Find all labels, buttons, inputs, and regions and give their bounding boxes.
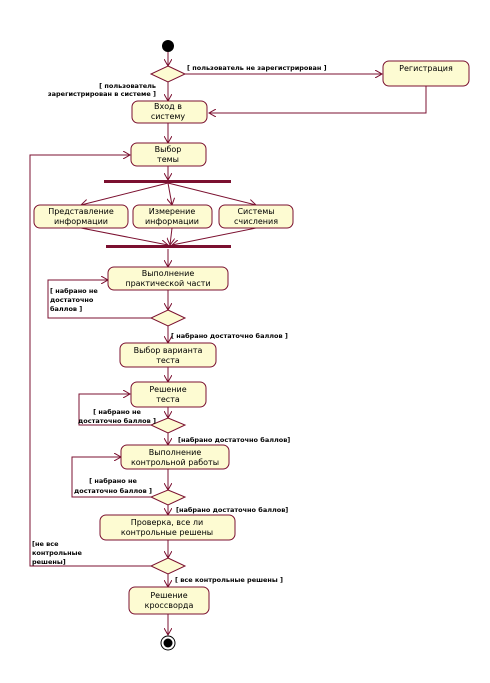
guard-enough-test: [набрано достаточно баллов] bbox=[178, 436, 290, 444]
edge-loop-practical bbox=[47, 280, 152, 319]
decision-all-solved bbox=[149, 557, 187, 575]
guard-low-test-line2: достаточно баллов ] bbox=[78, 417, 156, 425]
node-choose-topic: Выбор темы bbox=[130, 142, 207, 167]
guard-enough-practical: [ набрано достаточно баллов ] bbox=[171, 332, 288, 340]
node-crossword-line1: Решение bbox=[150, 591, 187, 600]
node-control-work: Выполнение контрольной работы bbox=[120, 444, 230, 470]
node-num-systems-line1: Системы bbox=[237, 207, 274, 216]
node-num-systems-line2: счисления bbox=[234, 217, 278, 226]
node-variant-line2: теста bbox=[156, 356, 180, 365]
edge-fork-repr bbox=[81, 182, 169, 205]
node-solve-test-line1: Решение bbox=[149, 385, 186, 394]
guard-enough-control: [набрано достаточно баллов] bbox=[176, 506, 288, 514]
guard-low-practical-line2: достаточно bbox=[50, 296, 94, 304]
decision-practical-score bbox=[149, 309, 187, 327]
guard-low-practical-line3: баллов ] bbox=[50, 305, 82, 313]
node-info-repr-line1: Представление bbox=[48, 207, 114, 216]
node-info-measure-line2: информации bbox=[145, 217, 199, 226]
node-solve-test-line2: теста bbox=[156, 395, 180, 404]
edges bbox=[29, 52, 427, 635]
guard-not-registered: [ пользователь не зарегистрирован ] bbox=[187, 64, 327, 72]
edge-fork-measure bbox=[168, 182, 172, 205]
edge-loop-test bbox=[78, 394, 152, 426]
edge-registration-login bbox=[209, 86, 427, 113]
edge-measure-join bbox=[170, 227, 172, 245]
fork-bar bbox=[104, 180, 231, 183]
node-practical-line1: Выполнение bbox=[142, 269, 195, 278]
node-registration-label: Регистрация bbox=[399, 64, 453, 73]
guard-low-control-line1: [ набрано не bbox=[89, 477, 137, 485]
decision-registered bbox=[149, 65, 187, 83]
guard-low-test-line1: [ набрано не bbox=[93, 408, 141, 416]
guard-not-all-line2: контрольные bbox=[32, 549, 82, 557]
node-check: Проверка, все ли контрольные решены bbox=[99, 514, 236, 541]
decision-test-score bbox=[149, 417, 187, 434]
node-login-line1: Вход в bbox=[154, 102, 182, 111]
node-registration: Регистрация bbox=[382, 60, 470, 87]
node-info-measure: Измерение информации bbox=[132, 204, 213, 229]
guard-all-solved: [ все контрольные решены ] bbox=[175, 576, 283, 584]
node-login: Вход в систему bbox=[131, 100, 208, 124]
join-bar bbox=[106, 245, 231, 248]
node-info-measure-line1: Измерение bbox=[149, 207, 196, 216]
edge-loop-control bbox=[71, 457, 152, 498]
guard-registered-line2: зарегистрирован в системе ] bbox=[48, 90, 156, 98]
node-solve-test: Решение теста bbox=[130, 381, 207, 408]
node-control-work-line1: Выполнение bbox=[149, 448, 202, 457]
node-practical-line2: практической части bbox=[125, 279, 210, 288]
node-info-repr: Представление информации bbox=[33, 204, 129, 229]
node-variant-line1: Выбор варианта bbox=[134, 346, 203, 355]
decision-control-score bbox=[149, 489, 187, 506]
guard-not-all-line3: решены] bbox=[32, 558, 66, 566]
guard-registered-line1: [ пользователь bbox=[99, 82, 156, 90]
node-info-repr-line2: информации bbox=[54, 217, 108, 226]
node-choose-topic-line2: темы bbox=[157, 155, 179, 164]
node-num-systems: Системы счисления bbox=[218, 204, 294, 229]
node-variant: Выбор варианта теста bbox=[119, 342, 217, 368]
edge-repr-join bbox=[80, 227, 168, 245]
node-crossword: Решение кроссворда bbox=[128, 586, 210, 615]
guard-not-all-line1: [не все bbox=[32, 540, 59, 548]
node-check-line2: контрольные решены bbox=[121, 528, 213, 537]
guard-low-control-line2: достаточно баллов ] bbox=[74, 487, 152, 495]
edge-loop-topic bbox=[29, 155, 152, 567]
node-choose-topic-line1: Выбор bbox=[155, 145, 182, 154]
node-login-line2: систему bbox=[151, 112, 186, 121]
start-node bbox=[162, 40, 174, 52]
node-practical: Выполнение практической части bbox=[107, 266, 229, 291]
end-node bbox=[160, 635, 176, 651]
edge-systems-join bbox=[172, 227, 257, 245]
guard-low-practical-line1: [ набрано не bbox=[50, 287, 98, 295]
node-crossword-line2: кроссворда bbox=[145, 601, 194, 610]
node-control-work-line2: контрольной работы bbox=[131, 458, 219, 467]
edge-fork-systems bbox=[167, 182, 256, 205]
node-check-line1: Проверка, все ли bbox=[131, 518, 203, 527]
